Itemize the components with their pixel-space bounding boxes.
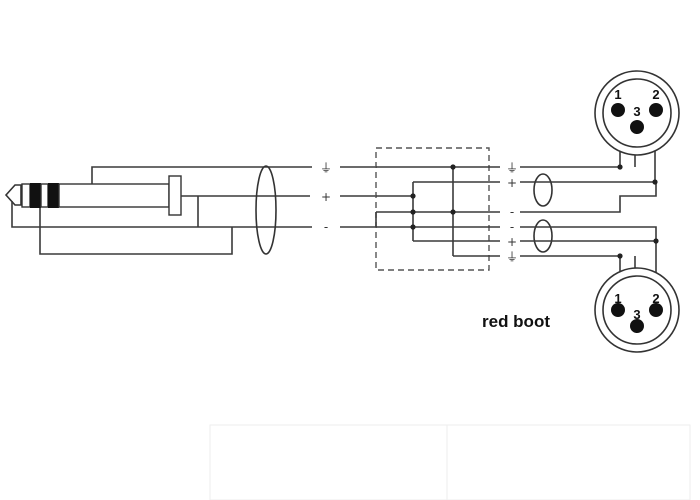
jack-plug-tip-segment: [21, 183, 31, 208]
xlr-pin-1: [611, 303, 625, 317]
left-cable-wires: [11, 166, 376, 255]
symbol-negative-right-top: -: [510, 205, 514, 219]
wire-negative-left-upper: [11, 201, 312, 228]
junction-dot: [450, 164, 456, 170]
symbol-positive-left: +: [321, 190, 331, 204]
background-panel: [209, 424, 691, 500]
xlr-inner-ring: [602, 78, 672, 148]
xlr-pin-2: [649, 303, 663, 317]
junction-dot: [652, 179, 658, 185]
symbol-negative-right-bottom: -: [510, 220, 514, 234]
junction-wiring: [375, 164, 500, 257]
symbol-ground-right-top: ⏚: [506, 161, 518, 175]
junction-dot: [410, 224, 416, 230]
symbol-positive-right-bottom: +: [507, 235, 517, 249]
junction-dot: [653, 238, 659, 244]
right-cable-shield-top: [533, 173, 553, 207]
right-cable-shield-bottom: [533, 219, 553, 253]
jack-plug-insulator-ring: [30, 183, 41, 208]
pin-label-3: 3: [633, 307, 640, 322]
symbol-negative-left: -: [324, 220, 328, 234]
pin-label-2: 2: [652, 291, 659, 306]
left-cable-shield-ellipse: [255, 165, 277, 255]
symbol-positive-right-top: +: [507, 176, 517, 190]
pin-label-1: 1: [614, 87, 621, 102]
jack-plug-sleeve: [58, 183, 170, 208]
jack-plug-collar: [168, 175, 182, 216]
wire-ground-left: [91, 166, 312, 184]
junction-box: [375, 147, 490, 271]
jack-plug-tip: [4, 184, 22, 206]
xlr-pin-3: [630, 319, 644, 333]
pin-label-1: 1: [614, 291, 621, 306]
wire-top-return: [520, 182, 657, 213]
xlr-inner-ring: [602, 275, 672, 345]
jack-plug-ring-segment: [40, 183, 49, 208]
junction-dot: [617, 164, 623, 170]
symbol-ground-left: ⏚: [320, 161, 332, 175]
wire-shield-return: [39, 208, 233, 255]
junction-dot: [617, 253, 623, 259]
xlr-pin-2: [649, 103, 663, 117]
pin-label-3: 3: [633, 104, 640, 119]
jack-plug: [4, 175, 182, 216]
junction-dot: [410, 193, 416, 199]
symbol-ground-right-bottom: ⏚: [506, 250, 518, 264]
boot-label: red boot: [482, 312, 550, 331]
xlr-pin-3: [630, 120, 644, 134]
xlr-connector-top: 1 2 3: [594, 70, 680, 156]
junction-dot: [410, 209, 416, 215]
xlr-connector-bottom: 1 2 3: [594, 267, 680, 353]
jack-plug-insulator-ring-2: [48, 183, 59, 208]
pin-label-2: 2: [652, 87, 659, 102]
xlr-pin-1: [611, 103, 625, 117]
junction-dot: [450, 209, 456, 215]
